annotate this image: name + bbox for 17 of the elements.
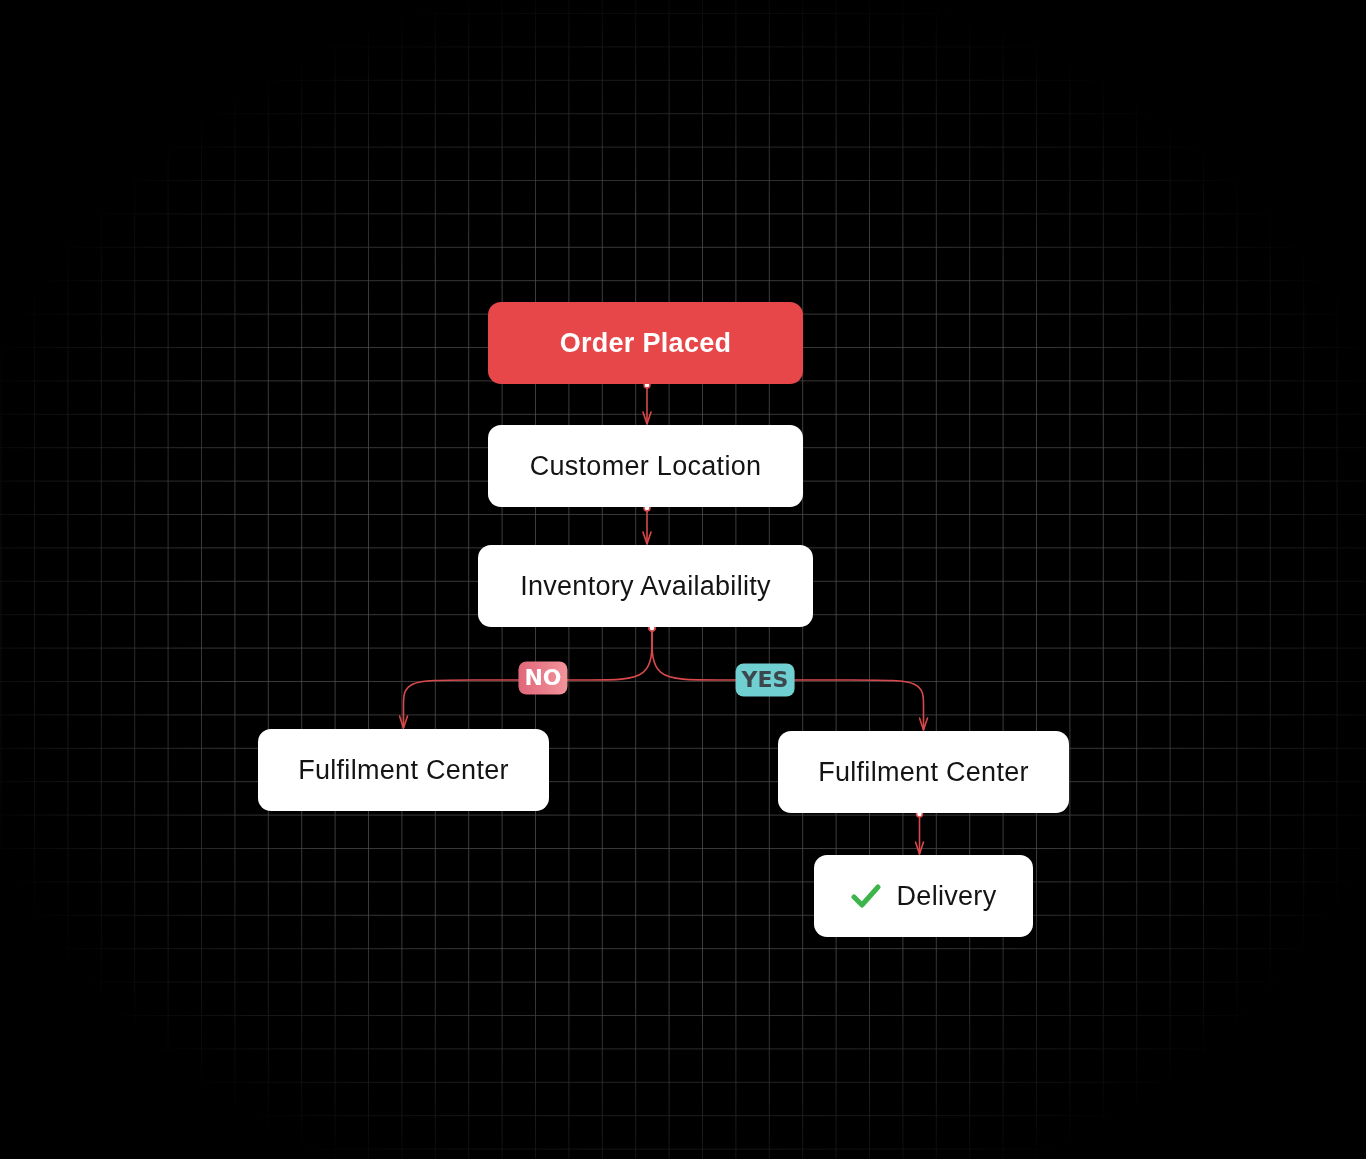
- process-box: [778, 731, 1069, 813]
- arrow: [914, 810, 925, 855]
- node-label: Inventory Availability: [520, 570, 771, 602]
- node-label: Delivery: [896, 880, 997, 912]
- arrow: [642, 504, 652, 545]
- edge-label: YES: [735, 663, 795, 697]
- process-box: [488, 425, 803, 507]
- node-label: Fulfilment Center: [298, 754, 509, 786]
- start-box: [488, 302, 803, 384]
- edge-label: NO: [518, 661, 568, 695]
- process-box: [814, 855, 1033, 937]
- node-label: Fulfilment Center: [818, 756, 1029, 788]
- arrow: [642, 381, 652, 425]
- process-box: [478, 545, 813, 627]
- node-label: Order Placed: [559, 327, 732, 359]
- process-box: [258, 729, 549, 811]
- node-label: Customer Location: [529, 450, 762, 482]
